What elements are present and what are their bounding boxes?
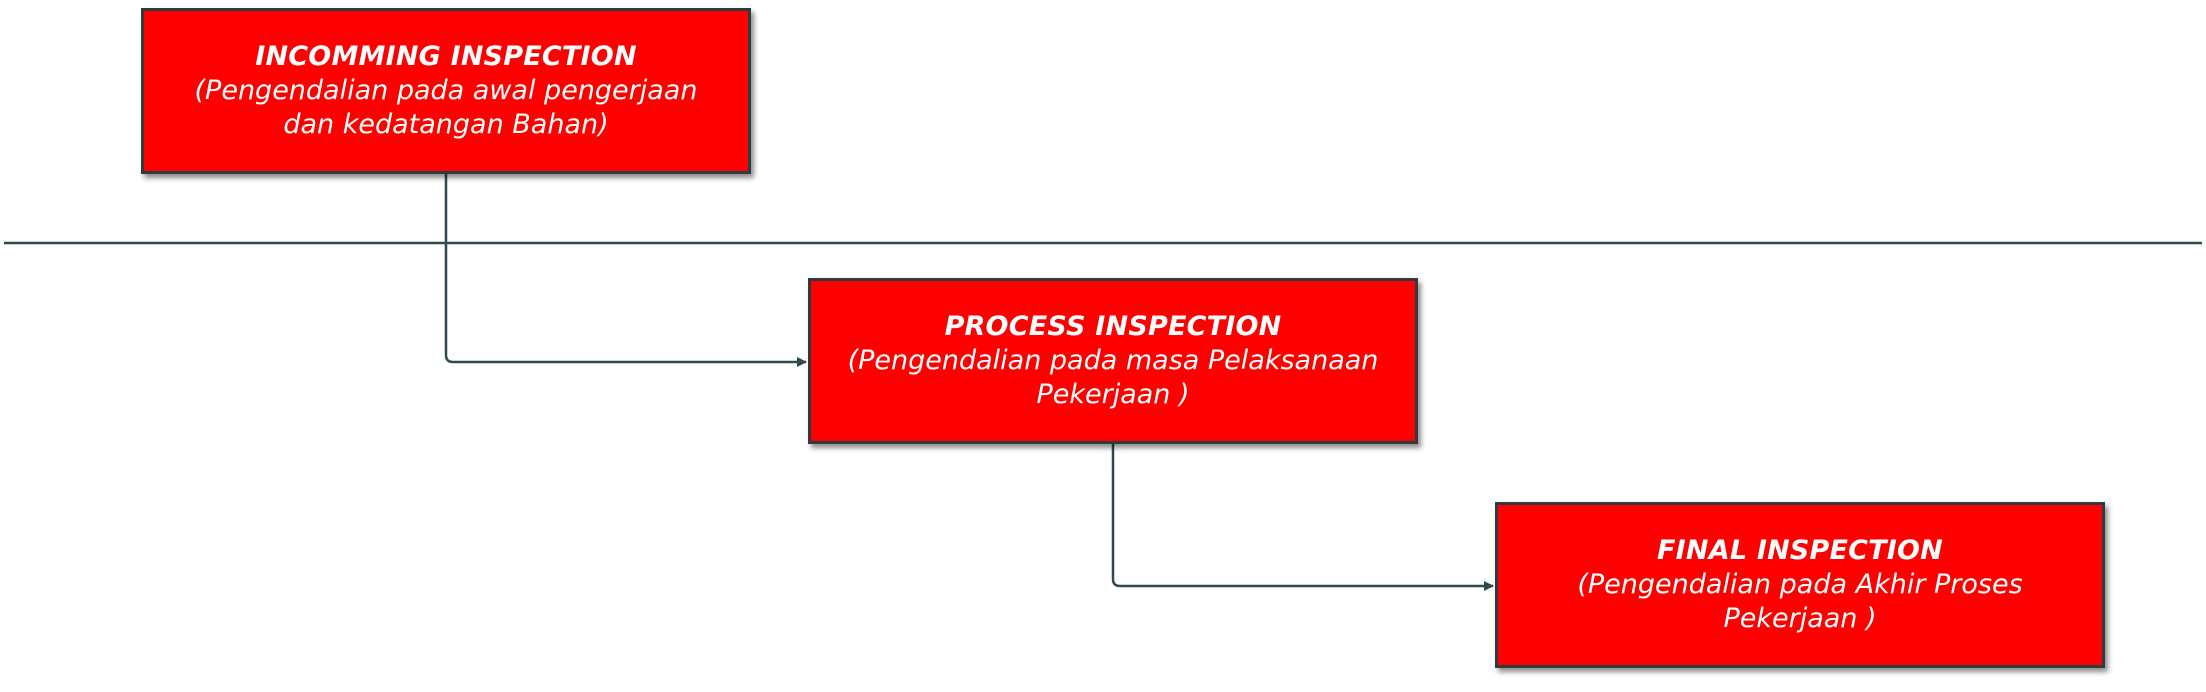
process-inspection-title: PROCESS INSPECTION (944, 311, 1282, 342)
final-inspection-box: FINAL INSPECTION (Pengendalian pada Akhi… (1495, 502, 2105, 668)
process-inspection-desc-line2: Pekerjaan ) (1036, 379, 1190, 410)
final-inspection-desc-line1: (Pengendalian pada Akhir Proses (1577, 569, 2023, 600)
incoming-inspection-desc-line1: (Pengendalian pada awal pengerjaan (194, 75, 698, 106)
final-inspection-title: FINAL INSPECTION (1657, 535, 1943, 566)
process-inspection-desc-line1: (Pengendalian pada masa Pelaksanaan (847, 345, 1379, 376)
final-inspection-desc-line2: Pekerjaan ) (1723, 603, 1877, 634)
connector-process-to-final (1111, 444, 1494, 591)
connector-incoming-to-process (444, 174, 807, 367)
incoming-inspection-desc-line2: dan kedatangan Bahan) (283, 109, 609, 140)
incoming-inspection-title: INCOMMING INSPECTION (255, 41, 637, 72)
incoming-inspection-box: INCOMMING INSPECTION (Pengendalian pada … (141, 8, 751, 174)
process-inspection-box: PROCESS INSPECTION (Pengendalian pada ma… (808, 278, 1418, 444)
